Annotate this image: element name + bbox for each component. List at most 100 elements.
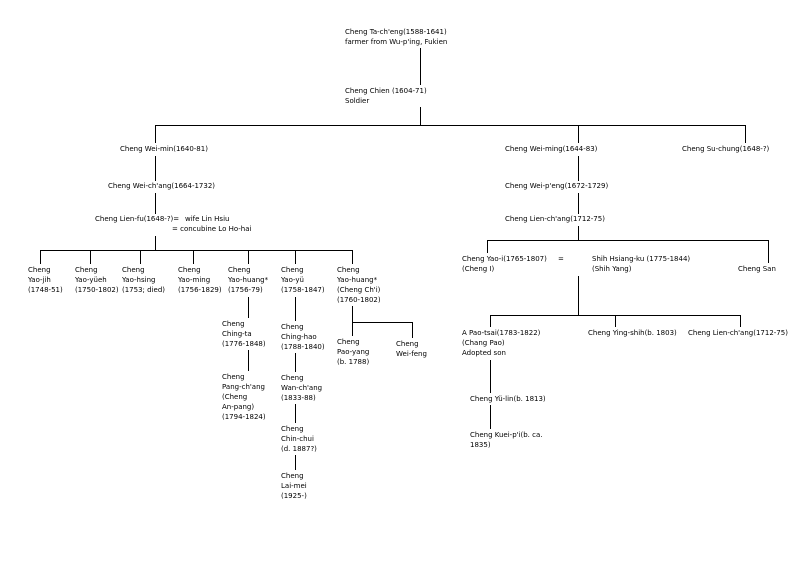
person-name: Cheng Ta-ch'eng(1588-1641) xyxy=(345,28,447,36)
marriage-equals-sign: = xyxy=(558,254,564,264)
node-a-pao-tsai: A Pao-tsai(1783-1822) (Chang Pao) Adopte… xyxy=(462,328,540,358)
tree-line xyxy=(615,315,616,327)
person-name: Cheng Wei-ch'ang(1664-1732) xyxy=(108,182,216,190)
person-dates: (1756-79) xyxy=(228,286,263,294)
tree-line xyxy=(155,156,156,181)
tree-line xyxy=(420,48,421,85)
person-name: Lai-mei xyxy=(281,482,307,490)
node-cheng-yao-huang-2: Cheng Yao-huang* (Cheng Ch'i) (1760-1802… xyxy=(337,265,381,305)
node-cheng-ta-cheng: Cheng Ta-ch'eng(1588-1641) farmer from W… xyxy=(345,27,447,47)
node-cheng-san: Cheng San xyxy=(738,264,776,274)
person-note: Soldier xyxy=(345,97,370,105)
person-dates: (1756-1829) xyxy=(178,286,222,294)
person-dates: (1776-1848) xyxy=(222,340,266,348)
person-name: Pang-ch'ang xyxy=(222,383,265,391)
person-dates: 1835) xyxy=(470,441,491,449)
node-cheng-yao-jih: Cheng Yao-jih (1748-51) xyxy=(28,265,63,295)
person-alias: (Chang Pao) xyxy=(462,339,505,347)
person-name: Cheng xyxy=(75,266,98,274)
person-note: farmer from Wu-p'ing, Fukien xyxy=(345,38,448,46)
person-dates: (d. 1887?) xyxy=(281,445,317,453)
node-cheng-pao-yang: Cheng Pao-yang (b. 1788) xyxy=(337,337,369,367)
node-cheng-yao-yu: Cheng Yao-yü (1758-1847) xyxy=(281,265,325,295)
tree-line xyxy=(352,322,353,336)
person-alias: (Cheng xyxy=(222,393,248,401)
person-dates: (1753; died) xyxy=(122,286,165,294)
tree-line xyxy=(745,125,746,143)
person-name: Yao-huang* xyxy=(337,276,378,284)
tree-line xyxy=(295,250,296,264)
node-cheng-wei-peng: Cheng Wei-p'eng(1672-1729) xyxy=(505,181,608,191)
node-cheng-wan-chang: Cheng Wan-ch'ang (1833-88) xyxy=(281,373,322,403)
person-dates: (1760-1802) xyxy=(337,296,381,304)
person-dates: (1758-1847) xyxy=(281,286,325,294)
tree-line xyxy=(295,404,296,423)
node-cheng-wei-min: Cheng Wei-min(1640-81) xyxy=(120,144,208,154)
person-name: Cheng xyxy=(281,425,304,433)
node-cheng-wei-ming: Cheng Wei-ming(1644-83) xyxy=(505,144,597,154)
person-name: Cheng Su-chung(1648-?) xyxy=(682,145,770,153)
tree-line xyxy=(578,276,579,315)
person-name: Cheng Yao-i(1765-1807) xyxy=(462,255,547,263)
person-name: Cheng xyxy=(281,374,304,382)
person-alias: (Cheng I) xyxy=(462,265,495,273)
person-alias: An-pang) xyxy=(222,403,255,411)
person-name: Cheng xyxy=(337,266,360,274)
tree-line xyxy=(490,360,491,393)
person-name: Yao-hsing xyxy=(122,276,156,284)
person-name: Cheng Chien (1604-71) xyxy=(345,87,427,95)
tree-line xyxy=(155,125,156,143)
tree-line xyxy=(352,306,353,322)
person-note: Adopted son xyxy=(462,349,506,357)
tree-line xyxy=(155,125,745,126)
node-cheng-wei-chang: Cheng Wei-ch'ang(1664-1732) xyxy=(108,181,215,191)
person-dates: (b. 1788) xyxy=(337,358,370,366)
node-cheng-kuei-pi: Cheng Kuei-p'i(b. ca. 1835) xyxy=(470,430,543,450)
node-cheng-yao-ming: Cheng Yao-ming (1756-1829) xyxy=(178,265,222,295)
tree-line xyxy=(578,125,579,143)
person-dates: (1794-1824) xyxy=(222,413,266,421)
person-name: Ching-hao xyxy=(281,333,317,341)
tree-line xyxy=(140,250,141,264)
person-name: wife Lin Hsiu xyxy=(185,215,230,223)
tree-line xyxy=(248,350,249,371)
node-cheng-chien: Cheng Chien (1604-71) Soldier xyxy=(345,86,427,106)
tree-line xyxy=(578,226,579,240)
person-name: Cheng xyxy=(337,338,360,346)
tree-line xyxy=(155,193,156,214)
person-name: Ching-ta xyxy=(222,330,252,338)
node-cheng-yao-huang-1: Cheng Yao-huang* (1756-79) xyxy=(228,265,268,295)
node-cheng-ying-shih: Cheng Ying-shih(b. 1803) xyxy=(588,328,677,338)
person-name: Yao-yüeh xyxy=(75,276,107,284)
person-name: Cheng Lien-ch'ang(1712-75) xyxy=(688,329,788,337)
person-name: Yao-huang* xyxy=(228,276,269,284)
node-wife-lin-hsiu: wife Lin Hsiu xyxy=(185,214,229,224)
tree-line xyxy=(40,250,353,251)
person-dates: (1750-1802) xyxy=(75,286,119,294)
person-name: Cheng xyxy=(281,472,304,480)
node-cheng-lien-fu: Cheng Lien-fu(1648-?)= xyxy=(95,214,179,224)
node-cheng-ching-hao: Cheng Ching-hao (1788-1840) xyxy=(281,322,325,352)
person-name: Cheng xyxy=(222,320,245,328)
person-name: Cheng xyxy=(281,266,304,274)
person-name: Cheng Kuei-p'i(b. ca. xyxy=(470,431,543,439)
person-dates: (1833-88) xyxy=(281,394,316,402)
person-name: Cheng Lien-fu(1648-?)= xyxy=(95,215,180,223)
tree-line xyxy=(40,250,41,264)
node-cheng-ching-ta: Cheng Ching-ta (1776-1848) xyxy=(222,319,266,349)
equals-sign: = xyxy=(558,255,564,263)
node-cheng-yao-yueh: Cheng Yao-yüeh (1750-1802) xyxy=(75,265,119,295)
person-name: Cheng xyxy=(222,373,245,381)
tree-line xyxy=(352,250,353,264)
tree-line xyxy=(578,156,579,181)
person-name: Wan-ch'ang xyxy=(281,384,323,392)
person-name: Yao-ming xyxy=(178,276,211,284)
tree-line xyxy=(155,236,156,250)
tree-line xyxy=(420,107,421,125)
person-dates: (1748-51) xyxy=(28,286,63,294)
person-dates: (1925-) xyxy=(281,492,307,500)
tree-line xyxy=(295,455,296,470)
person-name: Cheng xyxy=(178,266,201,274)
node-cheng-lien-chang-2: Cheng Lien-ch'ang(1712-75) xyxy=(688,328,788,338)
